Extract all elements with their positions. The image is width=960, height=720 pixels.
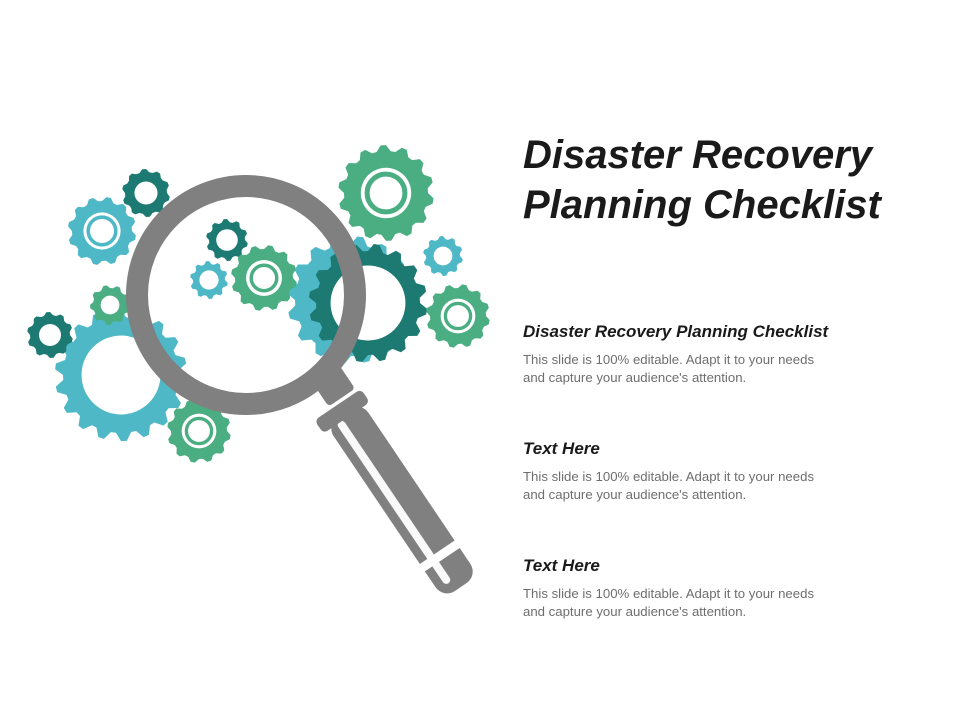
- section-body: This slide is 100% editable. Adapt it to…: [523, 586, 815, 619]
- section-body: This slide is 100% editable. Adapt it to…: [523, 352, 815, 385]
- section-body: This slide is 100% editable. Adapt it to…: [523, 469, 815, 502]
- section-heading: Disaster Recovery Planning Checklist: [523, 322, 829, 341]
- section-heading: Text Here: [523, 556, 600, 575]
- checklist-section-3: Text Here This slide is 100% editable. A…: [523, 556, 883, 621]
- magnifying-glass-icon: [126, 175, 473, 594]
- section-heading: Text Here: [523, 439, 600, 458]
- checklist-section-1: Disaster Recovery Planning Checklist Thi…: [523, 322, 883, 387]
- slide-title: Disaster Recovery Planning Checklist: [523, 133, 881, 227]
- checklist-section-2: Text Here This slide is 100% editable. A…: [523, 439, 883, 504]
